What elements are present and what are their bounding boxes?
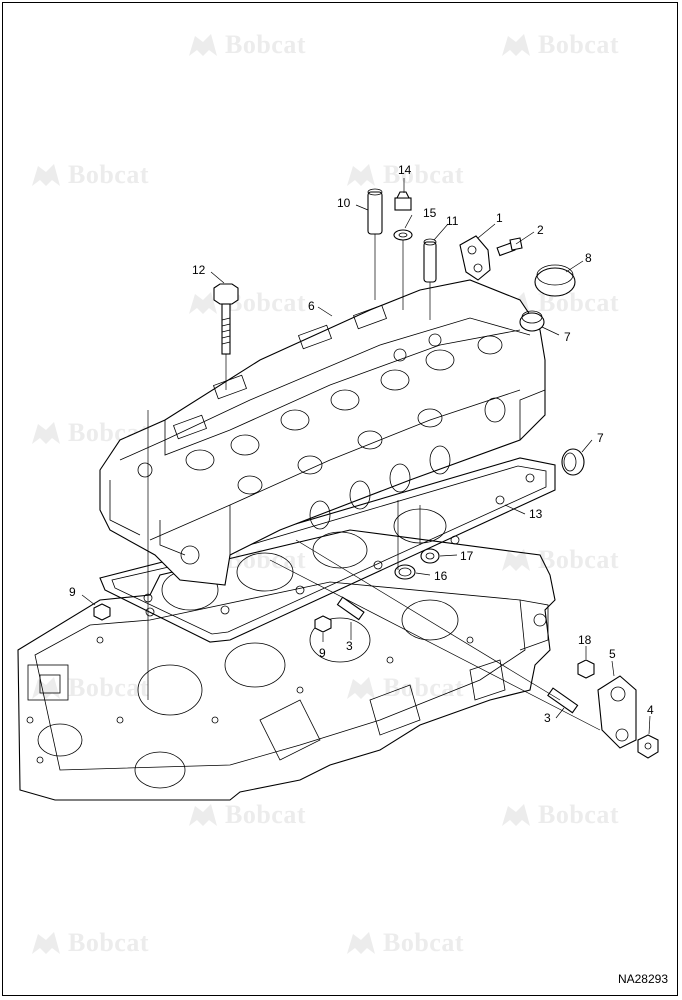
callout-label: 12 (192, 263, 206, 277)
callout-label: 3 (544, 711, 551, 725)
bobcat-logo-icon (189, 804, 217, 826)
expansion-plug (519, 310, 545, 332)
watermark: Bobcat (498, 30, 619, 60)
callout-label: 3 (346, 639, 353, 653)
callout-label: 9 (69, 585, 76, 599)
valve-guide-short (423, 238, 437, 283)
callout-label: 10 (337, 196, 351, 210)
watermark: Bobcat (343, 160, 464, 190)
watermark: Bobcat (498, 800, 619, 830)
screw (496, 237, 523, 257)
leader-lines (81, 178, 651, 735)
plug (394, 191, 412, 211)
stud (547, 687, 579, 714)
expansion-plug (561, 448, 585, 476)
bobcat-logo-icon (32, 932, 60, 954)
assembly-lines (147, 234, 601, 731)
bracket (459, 235, 491, 281)
bobcat-logo-icon (347, 932, 375, 954)
callout-label: 16 (434, 569, 448, 583)
callout-label: 7 (597, 431, 604, 445)
o-ring (394, 564, 416, 580)
callout-label: 18 (578, 633, 592, 647)
bobcat-logo-icon (347, 164, 375, 186)
callout-label: 9 (319, 646, 326, 660)
bobcat-logo-icon (32, 677, 60, 699)
callout-label: 1 (496, 211, 503, 225)
watermark: Bobcat (28, 928, 149, 958)
watermark: Bobcat (185, 800, 306, 830)
bobcat-logo-icon (347, 677, 375, 699)
watermark: Bobcat (343, 673, 464, 703)
washer (393, 229, 413, 241)
flange-nut (637, 734, 659, 759)
cylinder-head (99, 279, 546, 586)
nut (93, 603, 111, 621)
bobcat-logo-icon (189, 34, 217, 56)
callout-label: 14 (398, 163, 412, 177)
callout-label: 8 (585, 251, 592, 265)
plug-small (577, 659, 595, 679)
seal-ring (420, 548, 440, 564)
watermark: Bobcat (498, 545, 619, 575)
callout-label: 5 (609, 647, 616, 661)
bobcat-logo-icon (502, 549, 530, 571)
bobcat-logo-icon (189, 292, 217, 314)
watermark: Bobcat (185, 30, 306, 60)
callout-label: 2 (537, 223, 544, 237)
head-bolt (213, 283, 239, 355)
watermark: Bobcat (28, 418, 149, 448)
watermark: Bobcat (343, 928, 464, 958)
core-plug-cap (534, 264, 576, 297)
lifting-bracket (597, 675, 637, 749)
bobcat-logo-icon (502, 804, 530, 826)
bobcat-logo-icon (32, 422, 60, 444)
callout-label: 17 (460, 549, 474, 563)
stud (336, 596, 365, 621)
callout-label: 11 (446, 214, 459, 228)
nut (314, 615, 332, 633)
callout-label: 6 (308, 299, 315, 313)
callout-label: 13 (529, 507, 543, 521)
part-number: NA28293 (617, 972, 668, 986)
valve-guide (367, 188, 383, 235)
watermark: Bobcat (28, 673, 149, 703)
callout-label: 7 (564, 330, 571, 344)
callout-label: 4 (647, 703, 654, 717)
callout-label: 15 (423, 206, 437, 220)
bobcat-logo-icon (502, 34, 530, 56)
bobcat-logo-icon (32, 164, 60, 186)
watermark: Bobcat (28, 160, 149, 190)
